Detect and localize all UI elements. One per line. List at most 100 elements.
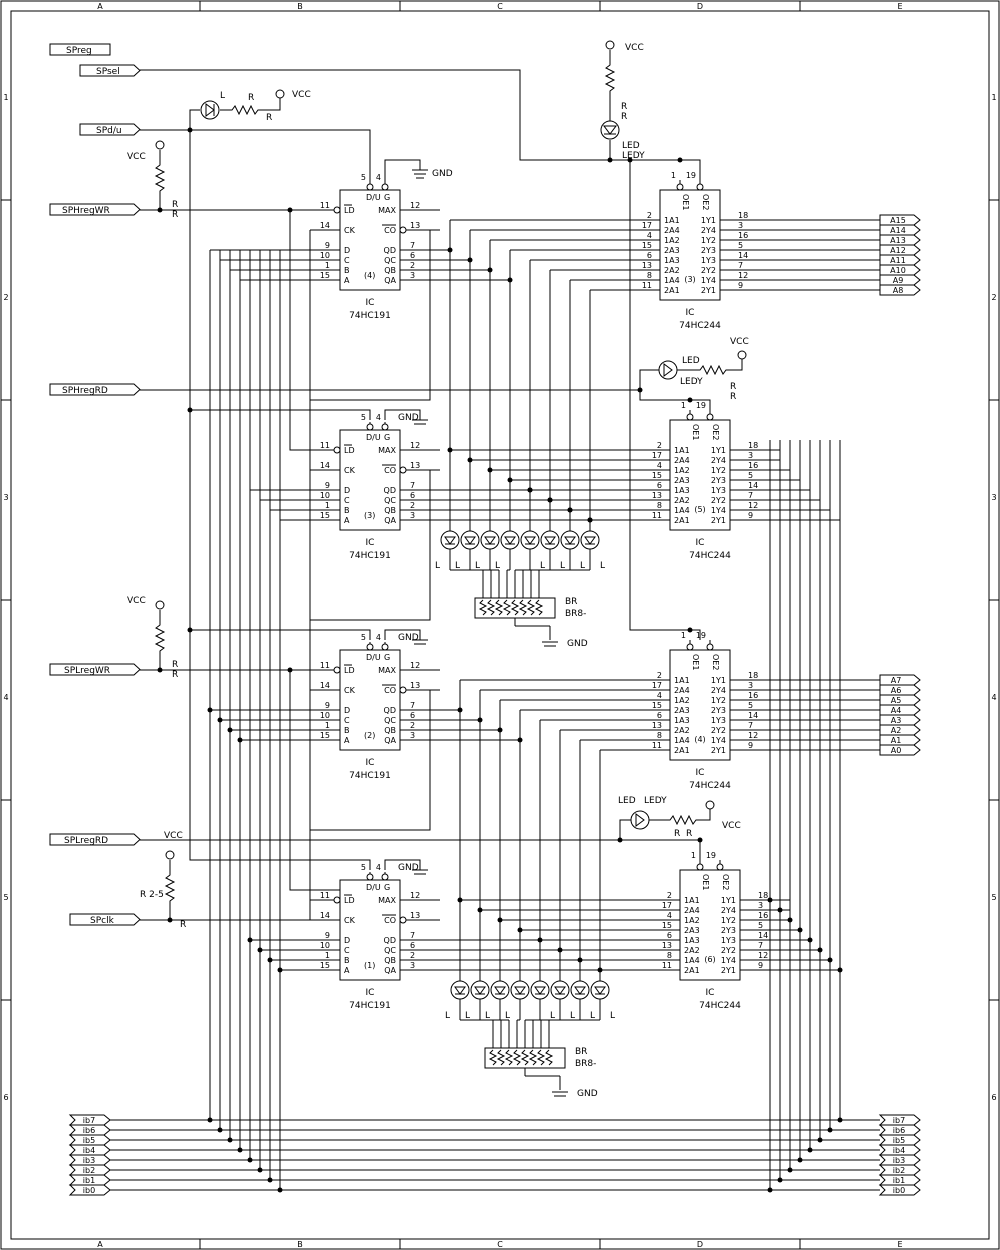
counter-unit: (3) [364,511,375,520]
led-label-1: LED [622,141,640,151]
buffer-pin-name: 2Y2 [711,496,726,505]
buffer-pin-number: 3 [748,681,753,690]
bus-right-label: ib7 [893,1116,905,1125]
r25-label: R 2-5 [140,890,164,900]
counter-pin-name: QD [384,936,396,945]
port-spreg: SPreg [49,43,111,56]
counter-pin-name: G [384,433,390,442]
counter-pin-name: G [384,193,390,202]
led-label: L [540,561,545,571]
counter-pin-number: 7 [410,241,415,250]
buffer-pin-name: 1Y2 [701,236,716,245]
row-label-2-right: 2 [991,293,996,302]
counter-chip: 11LD14CK9D10C1B15A12MAX13CO7QD6QC2QB3QA5… [310,863,440,1011]
buffer-pin-number: 16 [758,911,768,920]
counter-pin-name: MAX [378,666,396,675]
buffer-pin-name: 2A4 [674,686,690,695]
buffer-top-pin: 1 [681,401,686,410]
counter-pin-name: A [344,736,350,745]
buffer-pin-name: 2A1 [664,286,680,295]
buffer-part-number: 74HC244 [689,551,731,561]
row-label-1-left: 1 [3,93,8,102]
counter-pin-name: G [384,883,390,892]
bus-right-label: ib0 [893,1186,905,1195]
vcc-label-7: VCC [722,821,741,831]
buffer-pin-number: 4 [667,911,672,920]
bus-port-right: ib2 [878,1164,921,1176]
counter-pin-number: 10 [320,711,330,720]
buffer-pin-number: 18 [738,211,748,220]
counter-pin-name: QC [384,716,396,725]
bus-left-label: ib4 [83,1146,95,1155]
address-high-label: A8 [893,286,904,295]
buffer-top-pin: 19 [696,631,706,640]
buffer-pin-name: 2A2 [684,946,700,955]
buffer-pin-name: 1A4 [684,956,700,965]
counter-pin-number: 12 [410,661,420,670]
address-port-low: A6 [879,684,921,696]
counter-chip: 11LD14CK9D10C1B15A12MAX13CO7QD6QC2QB3QA5… [310,173,440,321]
buffer-pin-name: 1Y4 [721,956,736,965]
buffer-pin-number: 3 [738,221,743,230]
buffer-pin-name: OE2 [711,654,720,670]
counter-part-number: 74HC191 [349,311,391,321]
counter-pin-name: QC [384,256,396,265]
buffer-chip: 21A1172A441A2152A361A3132A281A4112A1181Y… [640,401,780,561]
buffer-pin-name: 1A2 [674,696,690,705]
bus-port-right: ib4 [878,1144,921,1156]
buffer-pin-name: 1A1 [684,896,700,905]
buffer-pin-number: 2 [647,211,652,220]
counter-pin-name: D [344,706,350,715]
buffer-pin-number: 11 [652,741,662,750]
led-label: L [505,1011,510,1021]
counter-ic-label: IC [366,538,375,548]
buffer-pin-number: 9 [748,741,753,750]
buffer-top-pin: 19 [706,851,716,860]
counter-pin-name: G [384,653,390,662]
address-port-high: A14 [879,224,921,236]
buffer-chips: 21A1172A441A2152A361A3132A281A4112A1181Y… [440,171,790,1011]
counter-top-pin: 5 [361,633,366,642]
led-indicator: L [524,980,555,1048]
counter-pin-number: 6 [410,711,415,720]
buffer-pin-number: 7 [758,941,763,950]
col-label-a-top: A [97,2,103,11]
buffer-pin-name: 2A3 [674,706,690,715]
address-port-low: A1 [879,734,921,746]
buffer-pin-name: 1A1 [674,446,690,455]
buffer-pin-number: 6 [657,481,662,490]
svg-text:SPreg: SPreg [66,46,92,56]
counter-pin-name: QB [384,506,396,515]
buffer-pin-number: 13 [642,261,652,270]
col-label-a-bottom: A [97,1240,103,1249]
buffer-part-number: 74HC244 [689,781,731,791]
address-low-label: A2 [891,726,902,735]
counter-pin-name: CK [344,466,356,475]
svg-text:SPLregWR: SPLregWR [64,666,110,676]
buffer-pin-name: 2Y4 [721,906,736,915]
bus-port-left: ib7 [68,1114,111,1126]
bus-port-left: ib4 [68,1144,111,1156]
buffer-top-pin: 19 [686,171,696,180]
br-label: BR [575,1047,587,1057]
buffer-pin-number: 5 [748,471,753,480]
buffer-pin-name: 1A4 [674,736,690,745]
led-label: L [560,561,565,571]
counter-pin-name: MAX [378,206,396,215]
counter-pin-name: D/U [366,883,381,892]
counter-pin-number: 7 [410,701,415,710]
vcc-label-6: VCC [730,337,749,347]
svg-text:SPLregRD: SPLregRD [64,836,108,846]
buffer-pin-name: 2Y1 [721,966,736,975]
buffer-pin-name: 1A4 [664,276,680,285]
led-indicator: L [522,530,565,598]
address-port-high: A10 [879,264,921,276]
counter-pin-number: 13 [410,911,420,920]
address-high-label: A15 [890,216,906,225]
counter-pin-number: 12 [410,891,420,900]
buffer-pin-number: 7 [748,491,753,500]
r-label-13: R [686,829,692,839]
buffer-pin-name: 1A2 [684,916,700,925]
